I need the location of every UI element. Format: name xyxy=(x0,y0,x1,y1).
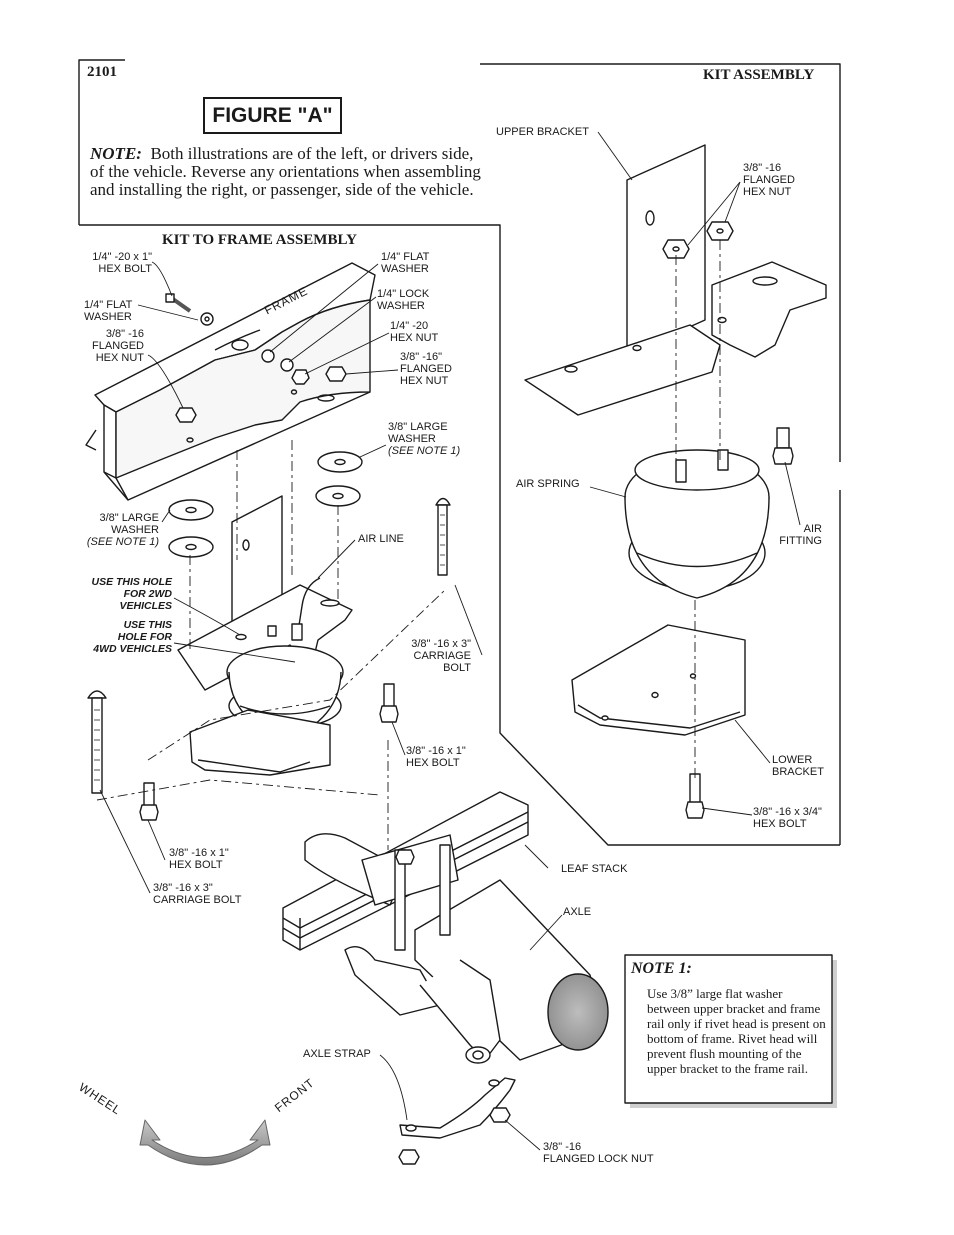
note1-title: NOTE 1: xyxy=(631,960,692,977)
large-washers xyxy=(168,451,363,558)
intro-note: NOTE: Both illustrations are of the left… xyxy=(90,145,482,199)
lower-bracket-left xyxy=(189,709,331,776)
hex-bolt-left xyxy=(139,782,159,821)
header-frame-line xyxy=(78,59,125,225)
note1-text: Use 3/8” large flat washer between upper… xyxy=(647,986,826,1076)
hex-bolt-mid xyxy=(379,683,399,723)
air-spring-right xyxy=(624,449,770,599)
page-number: 2101 xyxy=(87,64,117,80)
label-hex-bolt-38-mid: 3/8" -16 x 1"HEX BOLT xyxy=(406,745,466,769)
kit-to-frame-title: KIT TO FRAME ASSEMBLY xyxy=(162,232,357,248)
hex-bolt-right xyxy=(685,773,705,819)
label-hex-bolt-38-left: 3/8" -16 x 1"HEX BOLT xyxy=(169,847,229,871)
kit-assembly-title: KIT ASSEMBLY xyxy=(703,67,815,83)
note1-box xyxy=(624,954,833,1104)
flanged-nuts-right xyxy=(662,221,734,259)
label-leaf-stack: LEAF STACK xyxy=(561,863,628,875)
carriage-bolt-right xyxy=(435,497,451,576)
air-fitting xyxy=(772,427,794,465)
carriage-bolt-left xyxy=(87,690,107,794)
intro-note-text: Both illustrations are of the left, or d… xyxy=(90,144,481,199)
axle-strap xyxy=(398,1077,516,1165)
label-air-line: AIR LINE xyxy=(358,533,404,545)
label-axle-strap: AXLE STRAP xyxy=(303,1048,371,1060)
label-upper-bracket: UPPER BRACKET xyxy=(496,126,589,138)
label-carriage-bolt-left: 3/8" -16 x 3"CARRIAGE BOLT xyxy=(153,882,242,906)
label-hex-bolt-14: 1/4" -20 x 1"HEX BOLT xyxy=(92,251,152,275)
lower-bracket-right xyxy=(571,624,746,736)
figure-label: FIGURE "A" xyxy=(203,97,342,134)
label-axle: AXLE xyxy=(563,906,592,918)
hardware-small xyxy=(165,293,347,423)
u-bolt xyxy=(344,834,501,1064)
label-hex-bolt-right: 3/8" -16 x 3/4"HEX BOLT xyxy=(753,806,822,830)
label-air-spring: AIR SPRING xyxy=(516,478,580,490)
direction-arrow xyxy=(139,1119,271,1166)
intro-note-lead: NOTE: xyxy=(90,144,142,163)
